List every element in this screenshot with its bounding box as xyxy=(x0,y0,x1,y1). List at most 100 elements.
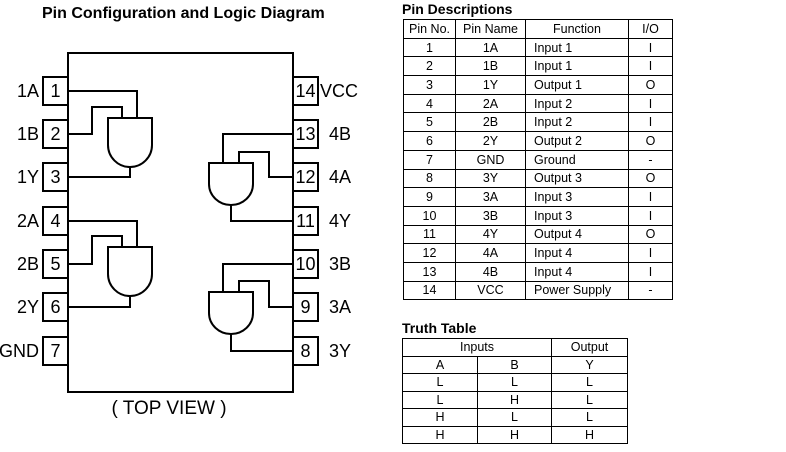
pin-box-11 xyxy=(292,206,319,236)
cell-pin-name: 1A xyxy=(455,37,526,58)
wire-gate1-to-pin3 xyxy=(68,165,131,178)
pin-label-1a: 1A xyxy=(17,81,39,101)
pin-box-4 xyxy=(42,206,69,236)
pin-box-7 xyxy=(42,336,69,366)
pin-box-10 xyxy=(292,249,319,279)
cell-io: I xyxy=(628,56,673,77)
ic-package-body xyxy=(67,52,294,393)
cell-io: O xyxy=(628,75,673,95)
cell-b: H xyxy=(477,390,552,409)
pin-number-1: 1 xyxy=(50,81,60,101)
wire-pin5-to-gate2 xyxy=(68,235,123,265)
pin-number-12: 12 xyxy=(295,167,315,187)
cell-pin-no: 2 xyxy=(403,56,456,77)
cell-pin-no: 11 xyxy=(403,224,456,245)
wire-gate4-to-pin11 xyxy=(230,203,293,222)
pin-number-4: 4 xyxy=(50,211,60,231)
pin-configuration-diagram: 1 2 3 4 5 6 7 1A 1B 1Y 2A 2B 2Y GND 14 1… xyxy=(0,52,358,419)
cell-io: I xyxy=(628,205,673,226)
wire-gate2-to-pin6 xyxy=(68,294,131,308)
and-gate-3 xyxy=(208,291,254,335)
pin-label-3b: 3B xyxy=(329,254,351,274)
pin-label-2b: 2B xyxy=(17,254,39,274)
cell-io: I xyxy=(628,37,673,58)
and-gate-2 xyxy=(107,246,153,297)
cell-pin-name: GND xyxy=(455,149,526,170)
pin-label-3a: 3A xyxy=(329,297,351,317)
cell-a: L xyxy=(402,373,478,392)
pin-label-gnd: GND xyxy=(0,341,39,361)
truth-table-group-header-row: Inputs Output xyxy=(402,338,628,357)
wire-pin13-to-gate4 xyxy=(222,133,293,163)
cell-pin-name: VCC xyxy=(455,280,526,301)
wire-pin12-to-gate4 xyxy=(238,151,293,178)
cell-b: L xyxy=(477,373,552,392)
cell-function: Input 4 xyxy=(525,261,629,282)
pin-box-3 xyxy=(42,162,69,192)
wire-pin9-to-gate3 xyxy=(238,280,293,308)
header-a: A xyxy=(402,355,478,374)
pin-box-14 xyxy=(292,76,319,106)
wire-pin4-to-gate2 xyxy=(68,220,138,247)
cell-pin-no: 10 xyxy=(403,205,456,226)
pin-label-2y: 2Y xyxy=(17,297,39,317)
cell-y: L xyxy=(551,373,628,392)
cell-pin-name: 4Y xyxy=(455,224,526,245)
pin-number-10: 10 xyxy=(295,254,315,274)
cell-y: H xyxy=(551,425,628,444)
pin-number-5: 5 xyxy=(50,254,60,274)
cell-io: - xyxy=(628,149,673,170)
header-b: B xyxy=(477,355,552,374)
cell-function: Output 3 xyxy=(525,168,629,189)
pin-label-4y: 4Y xyxy=(329,211,351,231)
cell-pin-name: 3B xyxy=(455,205,526,226)
cell-pin-name: 3A xyxy=(455,187,526,207)
and-gate-4 xyxy=(208,162,254,206)
pin-number-8: 8 xyxy=(300,341,310,361)
cell-pin-no: 3 xyxy=(403,75,456,95)
pin-label-3y: 3Y xyxy=(329,341,351,361)
truth-table-title: Truth Table xyxy=(402,320,477,336)
cell-io: - xyxy=(628,280,673,301)
cell-pin-no: 5 xyxy=(403,112,456,133)
cell-a: L xyxy=(402,390,478,409)
pin-number-14: 14 xyxy=(295,81,315,101)
cell-a: H xyxy=(402,425,478,444)
cell-pin-no: 12 xyxy=(403,243,456,263)
cell-pin-no: 8 xyxy=(403,168,456,189)
wire-pin2-to-gate1 xyxy=(68,106,123,135)
cell-io: O xyxy=(628,131,673,151)
cell-pin-no: 14 xyxy=(403,280,456,301)
header-output: Output xyxy=(551,338,628,357)
cell-pin-no: 6 xyxy=(403,131,456,151)
pin-label-2a: 2A xyxy=(17,211,39,231)
cell-pin-name: 1B xyxy=(455,56,526,77)
cell-io: I xyxy=(628,93,673,114)
cell-io: I xyxy=(628,187,673,207)
pin-number-7: 7 xyxy=(50,341,60,361)
cell-y: L xyxy=(551,390,628,409)
pin-box-9 xyxy=(292,292,319,322)
top-view-caption: ( TOP VIEW ) xyxy=(111,398,226,419)
cell-function: Input 2 xyxy=(525,112,629,133)
cell-pin-no: 7 xyxy=(403,149,456,170)
cell-function: Output 4 xyxy=(525,224,629,245)
and-gate-1 xyxy=(107,117,153,168)
cell-function: Input 1 xyxy=(525,56,629,77)
pin-label-vcc: VCC xyxy=(320,81,358,101)
cell-b: L xyxy=(477,408,552,427)
header-inputs: Inputs xyxy=(402,338,552,357)
cell-pin-name: 4A xyxy=(455,243,526,263)
pin-number-2: 2 xyxy=(50,124,60,144)
header-pin-no: Pin No. xyxy=(403,19,456,39)
